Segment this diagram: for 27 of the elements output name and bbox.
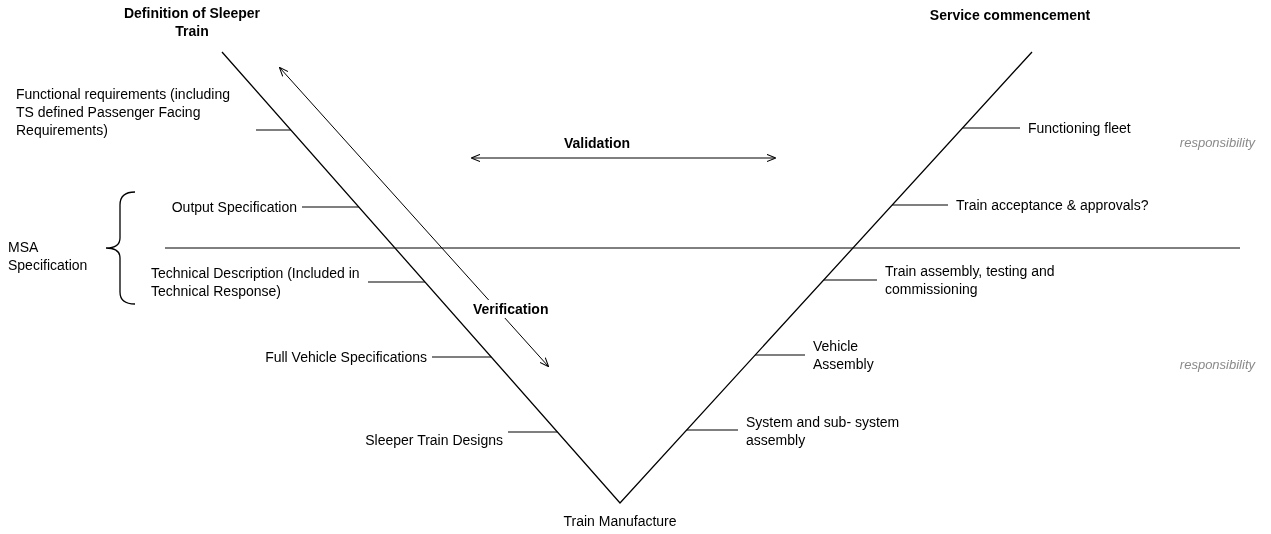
note-text: responsibility — [1178, 134, 1255, 152]
stage-label: System and sub- system assembly — [746, 413, 926, 449]
heading-label: Validation — [562, 134, 632, 152]
stage-label: Train assembly, testing and commissioning — [885, 262, 1125, 298]
note-text: responsibility — [1178, 356, 1255, 374]
heading-label: Definition of Sleeper Train — [122, 4, 262, 40]
stage-label: Functioning fleet — [1028, 119, 1131, 137]
leader-line — [754, 354, 806, 356]
stage-label: Technical Description (Included in Technical Response) — [151, 264, 363, 300]
leader-line — [891, 204, 949, 206]
leader-line — [507, 431, 558, 433]
stage-label: Output Specification — [171, 198, 297, 216]
leader-line — [823, 279, 878, 281]
stage-label: Vehicle Assembly — [813, 337, 913, 373]
leader-line — [961, 127, 1021, 129]
leader-line — [367, 281, 426, 283]
stage-label: Train acceptance & approvals? — [956, 196, 1149, 214]
leader-line — [686, 429, 739, 431]
leader-line — [301, 206, 360, 208]
stage-label: Sleeper Train Designs — [365, 431, 503, 449]
leader-line — [255, 129, 292, 131]
heading-label: Service commencement — [928, 6, 1092, 24]
stage-label: Functional requirements (including TS defined Passenger Facing Requirements) — [16, 85, 251, 139]
stage-label: Full Vehicle Specifications — [265, 348, 427, 366]
text-label: Train Manufacture — [562, 512, 678, 530]
text-label: MSA Specification — [8, 238, 89, 274]
leader-line — [431, 356, 492, 358]
